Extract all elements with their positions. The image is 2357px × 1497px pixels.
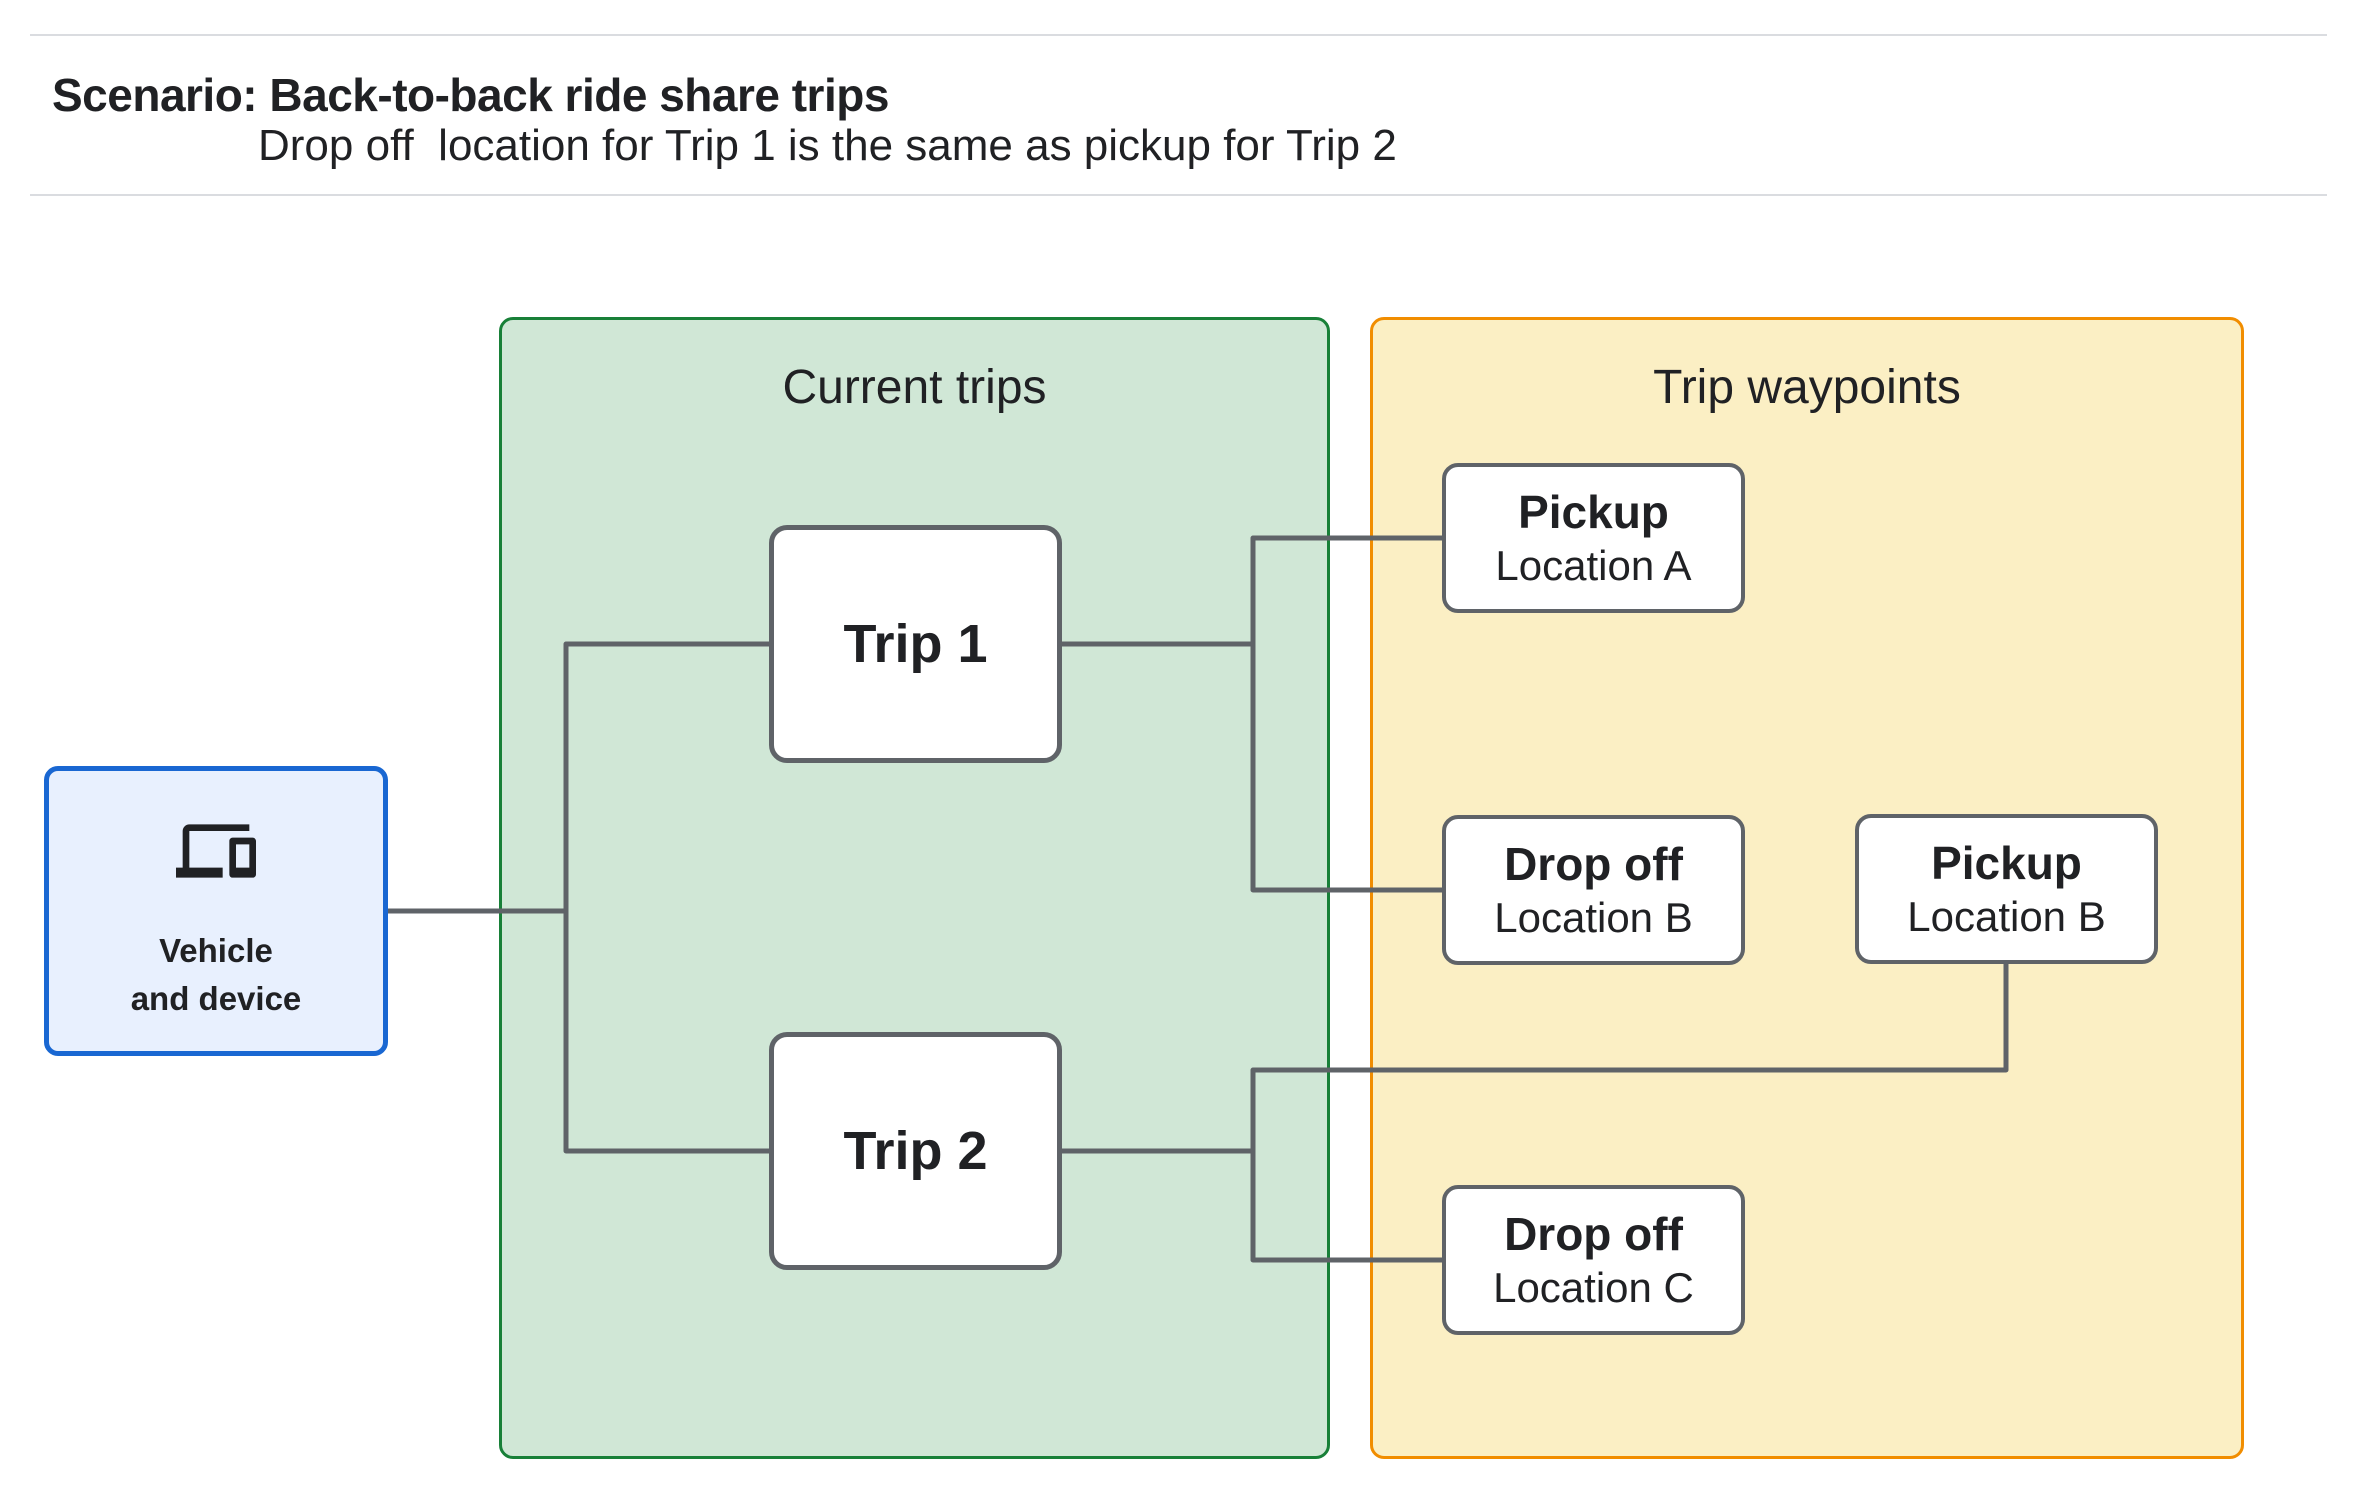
trip-2-label: Trip 2 <box>843 1121 988 1181</box>
waypoint-title: Drop off <box>1504 837 1683 890</box>
trip-1-label: Trip 1 <box>843 614 988 674</box>
page-subtitle: Drop off location for Trip 1 is the same… <box>258 121 1397 170</box>
header-divider-top <box>30 34 2327 36</box>
trip-1-node: Trip 1 <box>769 525 1062 763</box>
trip-waypoints-group-label: Trip waypoints <box>1653 361 1961 414</box>
waypoint-title: Drop off <box>1504 1207 1683 1260</box>
connector-trip1-to-waypoints <box>1250 535 1442 893</box>
current-trips-group-label: Current trips <box>782 361 1047 414</box>
devices-icon <box>176 811 256 891</box>
vehicle-node-label: Vehicle and device <box>131 927 302 1023</box>
waypoint-dropoff-location-c: Drop off Location C <box>1442 1185 1745 1335</box>
header-divider-bottom <box>30 194 2327 196</box>
waypoint-subtitle: Location A <box>1495 542 1692 590</box>
connector-vehicle-to-trips <box>563 641 769 1154</box>
vehicle-label-line2: and device <box>130 979 302 1017</box>
waypoint-dropoff-location-b: Drop off Location B <box>1442 815 1745 965</box>
waypoint-title: Pickup <box>1931 836 2082 889</box>
vehicle-label-line1: Vehicle <box>159 932 273 969</box>
waypoint-title: Pickup <box>1518 485 1669 538</box>
waypoint-pickup-location-b: Pickup Location B <box>1855 814 2158 964</box>
page-title: Scenario: Back-to-back ride share trips <box>52 69 889 121</box>
vehicle-and-device-node: Vehicle and device <box>44 766 388 1056</box>
waypoint-subtitle: Location C <box>1493 1264 1694 1312</box>
connector-trip2-to-waypoints <box>1250 963 2009 1263</box>
waypoint-subtitle: Location B <box>1494 894 1693 942</box>
waypoint-subtitle: Location B <box>1907 893 2106 941</box>
trip-2-node: Trip 2 <box>769 1032 1062 1270</box>
waypoint-pickup-location-a: Pickup Location A <box>1442 463 1745 613</box>
